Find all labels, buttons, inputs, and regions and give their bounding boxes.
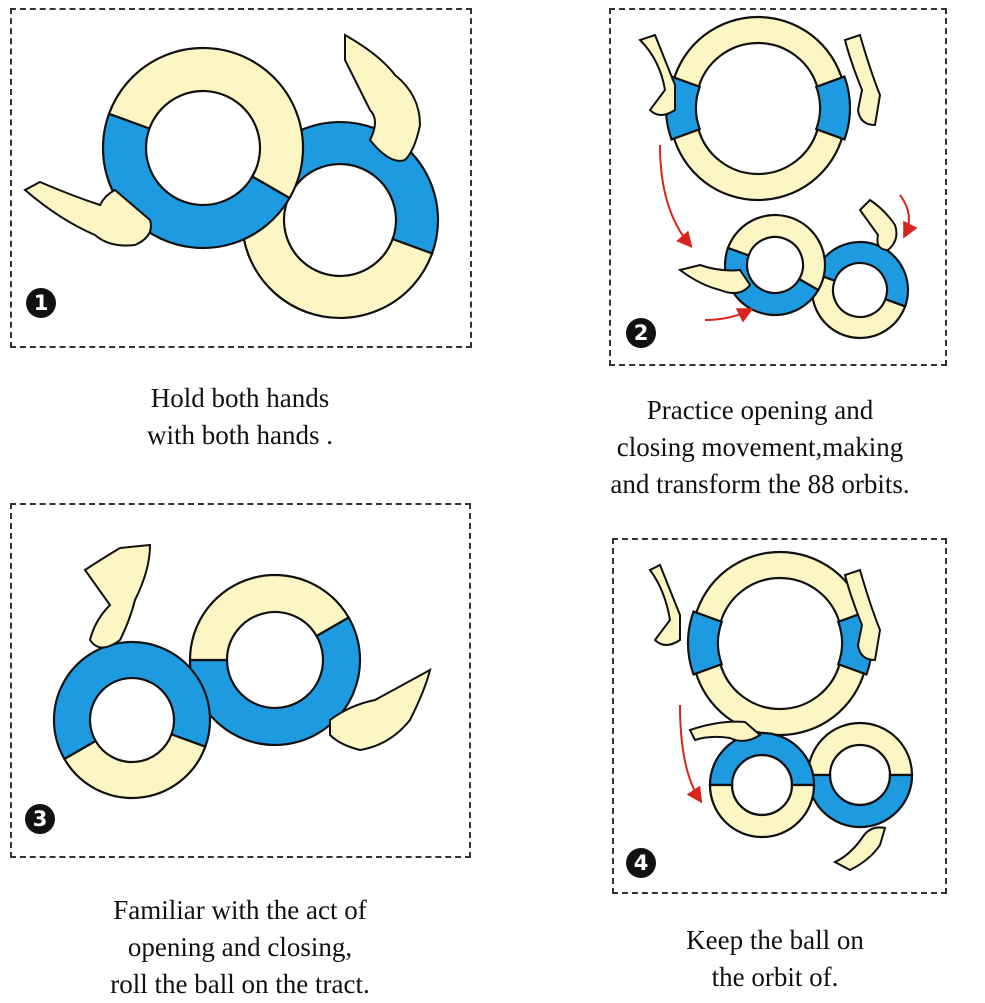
hand-icon [23,180,152,247]
ring-cream-segment [726,213,827,292]
red-arrow-icon [899,194,918,239]
ring-blue-segment [52,640,212,761]
step-1-caption: Hold both hands with both hands . [40,380,440,454]
caption-line: the orbit of. [711,962,839,992]
step-4-panel [612,538,947,894]
caption-line: roll the ball on the tract. [110,969,370,999]
red-arrow-icon [679,704,703,804]
ring-cream-segment [806,721,914,777]
step-2-panel [609,8,947,366]
step-3-caption: Familiar with the act of opening and clo… [20,892,460,1003]
step-1-panel [10,8,472,348]
caption-line: and transform the 88 orbits. [610,469,910,499]
caption-line: Hold both hands [150,383,330,413]
ring-blue-segment [686,610,724,676]
ring-blue-segment [708,731,816,787]
ring-cream-segment [62,732,207,800]
ring-cream-segment [107,46,305,200]
caption-line: Familiar with the act of [113,895,367,925]
ring-blue-segment [101,112,292,250]
ring-blue-segment [723,246,820,317]
hand-icon [83,543,152,649]
hand-icon [638,33,676,116]
hand-icon [648,563,681,646]
caption-line: with both hands . [147,420,333,450]
ring-cream-segment [708,783,816,839]
ring-blue-segment [814,75,852,141]
step-4-badge: 4 [626,848,656,878]
step-2-badge: 2 [626,318,656,348]
caption-line: closing movement,making [616,432,904,462]
step-1-badge: 1 [26,288,56,318]
caption-line: Keep the ball on [686,925,864,955]
hand-icon [688,720,762,742]
hand-icon [329,668,432,752]
hand-icon [843,33,882,127]
caption-line: Practice opening and [646,395,874,425]
red-arrow-icon [659,144,693,249]
red-arrow-icon [704,308,754,323]
step-2-caption: Practice opening and closing movement,ma… [540,392,980,503]
hand-icon [843,568,882,662]
hand-icon [832,826,887,872]
caption-line: opening and closing, [127,932,353,962]
ring-cream-segment [693,550,867,626]
hand-icon [344,33,422,162]
step-3-badge: 3 [25,804,55,834]
ring-cream-segment [188,573,351,662]
step-4-caption: Keep the ball on the orbit of. [575,922,975,996]
hand-icon [677,263,752,295]
ring-blue-segment [806,773,914,829]
ring-blue-segment [813,241,910,308]
hand-icon [858,198,898,252]
step-3-panel [10,503,471,858]
ring-cream-segment [671,126,845,202]
ring-cream-segment [671,15,845,91]
